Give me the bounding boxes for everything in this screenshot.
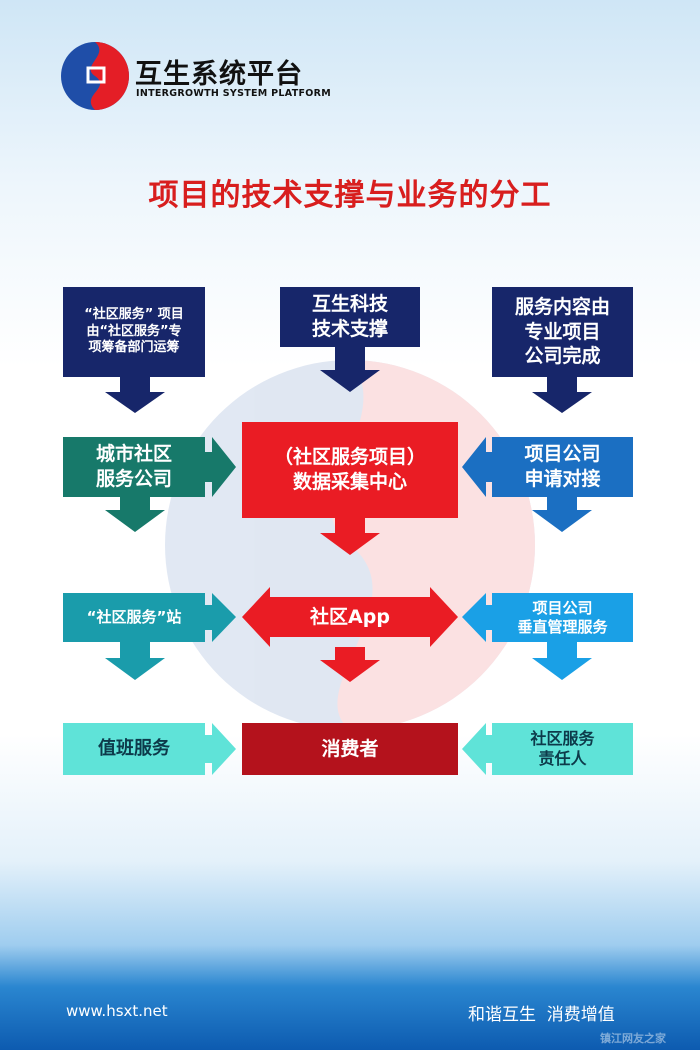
box-data-center: [242, 422, 458, 518]
project-docking-text: 项目公司申请对接: [492, 437, 633, 497]
line: 由“社区服务”专: [86, 323, 182, 339]
line: 技术支撑: [311, 318, 388, 340]
line: “社区服务” 项目: [84, 306, 184, 322]
box-consumer: [242, 723, 458, 775]
community-app-text: 社区App: [310, 606, 390, 629]
box-service-content: [492, 287, 633, 377]
arrow-down-icon: [105, 497, 165, 532]
line: 服务内容由: [514, 295, 610, 318]
box-project-docking: [492, 437, 633, 497]
box-city-service-company: [63, 437, 205, 497]
line: 社区服务: [530, 729, 595, 748]
arrow-left-icon: [462, 437, 492, 497]
footer-slogan: 和谐互生 消费增值: [468, 1005, 615, 1025]
arrow-right-icon: [205, 593, 236, 642]
footer-url: www.hsxt.net: [66, 1002, 168, 1020]
line: 专业项目: [524, 320, 601, 343]
line: 垂直管理服务: [517, 617, 608, 636]
logo-subtitle: INTERGROWTH SYSTEM PLATFORM: [136, 88, 332, 99]
arrow-down-icon: [105, 377, 165, 413]
planning-dept-text: “社区服务” 项目由“社区服务”专项筹备部门运筹: [63, 287, 205, 377]
line: 项目公司: [524, 443, 601, 466]
tech-support-text: 互生科技技术支撑: [280, 287, 420, 347]
box-planning-dept: [63, 287, 205, 377]
logo-title: 互生系统平台: [135, 59, 303, 90]
arrow-left-icon: [462, 593, 492, 642]
line: 城市社区: [95, 443, 172, 466]
service-content-text: 服务内容由专业项目公司完成: [492, 287, 633, 377]
box-duty-service: [63, 723, 205, 775]
line: 数据采集中心: [292, 471, 407, 493]
page-title: 项目的技术支撑与业务的分工: [148, 178, 552, 213]
line: 服务公司: [95, 468, 172, 490]
box-service-station: [63, 593, 205, 642]
line: 项筹备部门运筹: [88, 340, 180, 356]
arrow-down-icon: [532, 497, 592, 532]
box-tech-support: [280, 287, 420, 347]
logo-icon: [61, 42, 129, 110]
arrow-down-icon: [532, 377, 592, 413]
service-station-text: “社区服务”站: [86, 607, 182, 626]
duty-service-text: 值班服务: [98, 738, 170, 760]
line: 互生科技: [311, 293, 388, 316]
consumer-text: 消费者: [321, 737, 379, 760]
arrow-right-icon: [205, 723, 236, 775]
line: 责任人: [538, 749, 587, 768]
line: 申请对接: [524, 468, 601, 490]
vertical-management-text: 项目公司垂直管理服务: [492, 593, 633, 642]
box-vertical-management: [492, 593, 633, 642]
line: （社区服务项目）: [273, 446, 426, 469]
arrow-down-icon: [532, 642, 592, 680]
data-center-text: （社区服务项目）数据采集中心: [242, 422, 458, 518]
arrow-down-icon: [105, 642, 165, 680]
arrow-down-icon: [320, 647, 380, 682]
arrow-right-icon: [205, 437, 236, 497]
arrow-left-icon: [462, 723, 492, 775]
double-arrow-app: [242, 587, 458, 647]
arrow-down-icon: [320, 347, 380, 392]
line: 公司完成: [524, 345, 601, 368]
watermark: 镇江网友之家: [600, 1032, 666, 1045]
responsible-person-text: 社区服务责任人: [492, 723, 633, 775]
city-company-text: 城市社区服务公司: [63, 437, 205, 497]
line: 项目公司: [532, 598, 593, 617]
arrow-down-icon: [320, 518, 380, 555]
box-responsible-person: [492, 723, 633, 775]
